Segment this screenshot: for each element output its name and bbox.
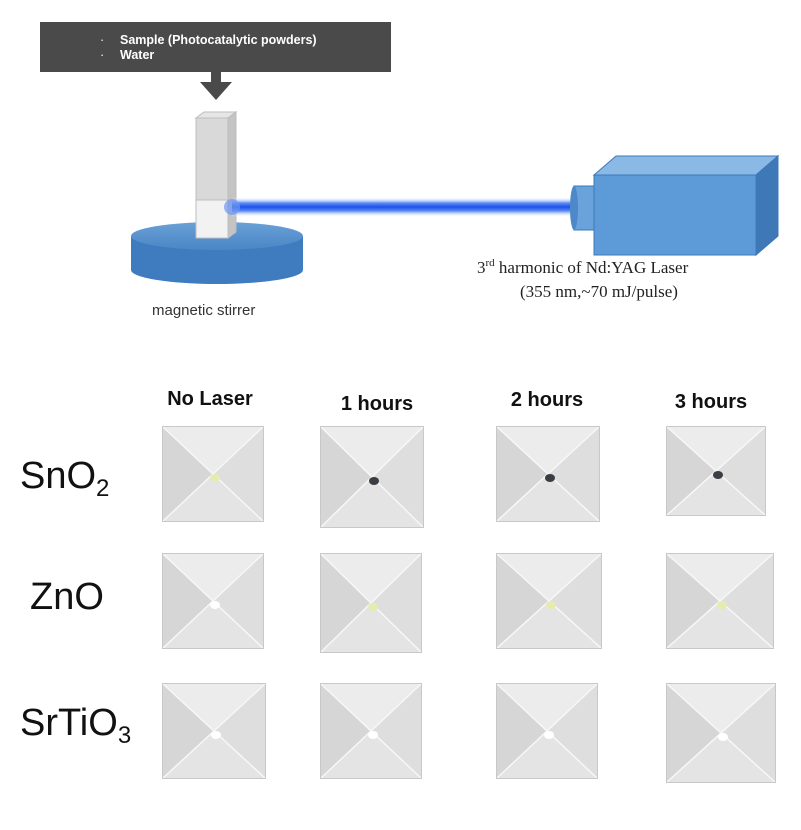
filter-paper-sample [162,553,264,649]
column-header-no-laser: No Laser [167,388,253,410]
powder-spot [211,731,221,739]
powder-spot [368,603,378,611]
powder-spot [713,471,723,479]
setup-drawing [131,72,780,284]
powder-spot [544,731,554,739]
row-label-sno2: SnO2 [20,455,110,502]
powder-spot [368,731,378,739]
experimental-setup: ·Sample (Photocatalytic powders) ·Water [0,0,801,360]
powder-spot [210,601,220,609]
beam-spot [224,199,240,215]
powder-spot [210,474,220,482]
input-item: ·Sample (Photocatalytic powders) [100,33,317,47]
column-header-3-hours: 3 hours [674,391,748,413]
filter-paper-sample [666,683,776,783]
down-arrow-icon [200,72,232,100]
stirrer-label: magnetic stirrer [152,302,256,319]
row-label-zno: ZnO [30,576,104,618]
filter-paper-sample [320,683,422,779]
filter-paper-sample [666,426,766,516]
laser-box-icon [570,154,780,257]
cuvette-icon [194,111,238,239]
filter-paper-sample [496,683,598,779]
filter-paper-sample [496,426,600,522]
powder-spot [546,601,556,609]
inputs-banner: ·Sample (Photocatalytic powders) ·Water [40,22,391,72]
filter-paper-sample [320,426,424,528]
magnetic-stirrer-icon [131,222,303,284]
powder-spot [545,474,555,482]
row-label-srtio3: SrTiO3 [20,702,132,749]
column-header-1-hours: 1 hours [340,393,414,415]
filter-paper-sample [320,553,422,653]
laser-spec: (355 nm,~70 mJ/pulse) [520,282,678,301]
powder-spot [717,601,727,609]
inputs-list: ·Sample (Photocatalytic powders) ·Water [100,33,317,63]
powder-spot [718,733,728,741]
filter-paper-sample [162,683,266,779]
column-header-2-hours: 2 hours [510,389,584,411]
laser-beam [232,197,572,217]
input-item: ·Water [100,48,155,62]
filter-paper-sample [162,426,264,522]
filter-paper-sample [666,553,774,649]
filter-paper-sample [496,553,602,649]
powder-spot [369,477,379,485]
laser-label: 3rd harmonic of Nd:YAG Laser [477,257,689,278]
